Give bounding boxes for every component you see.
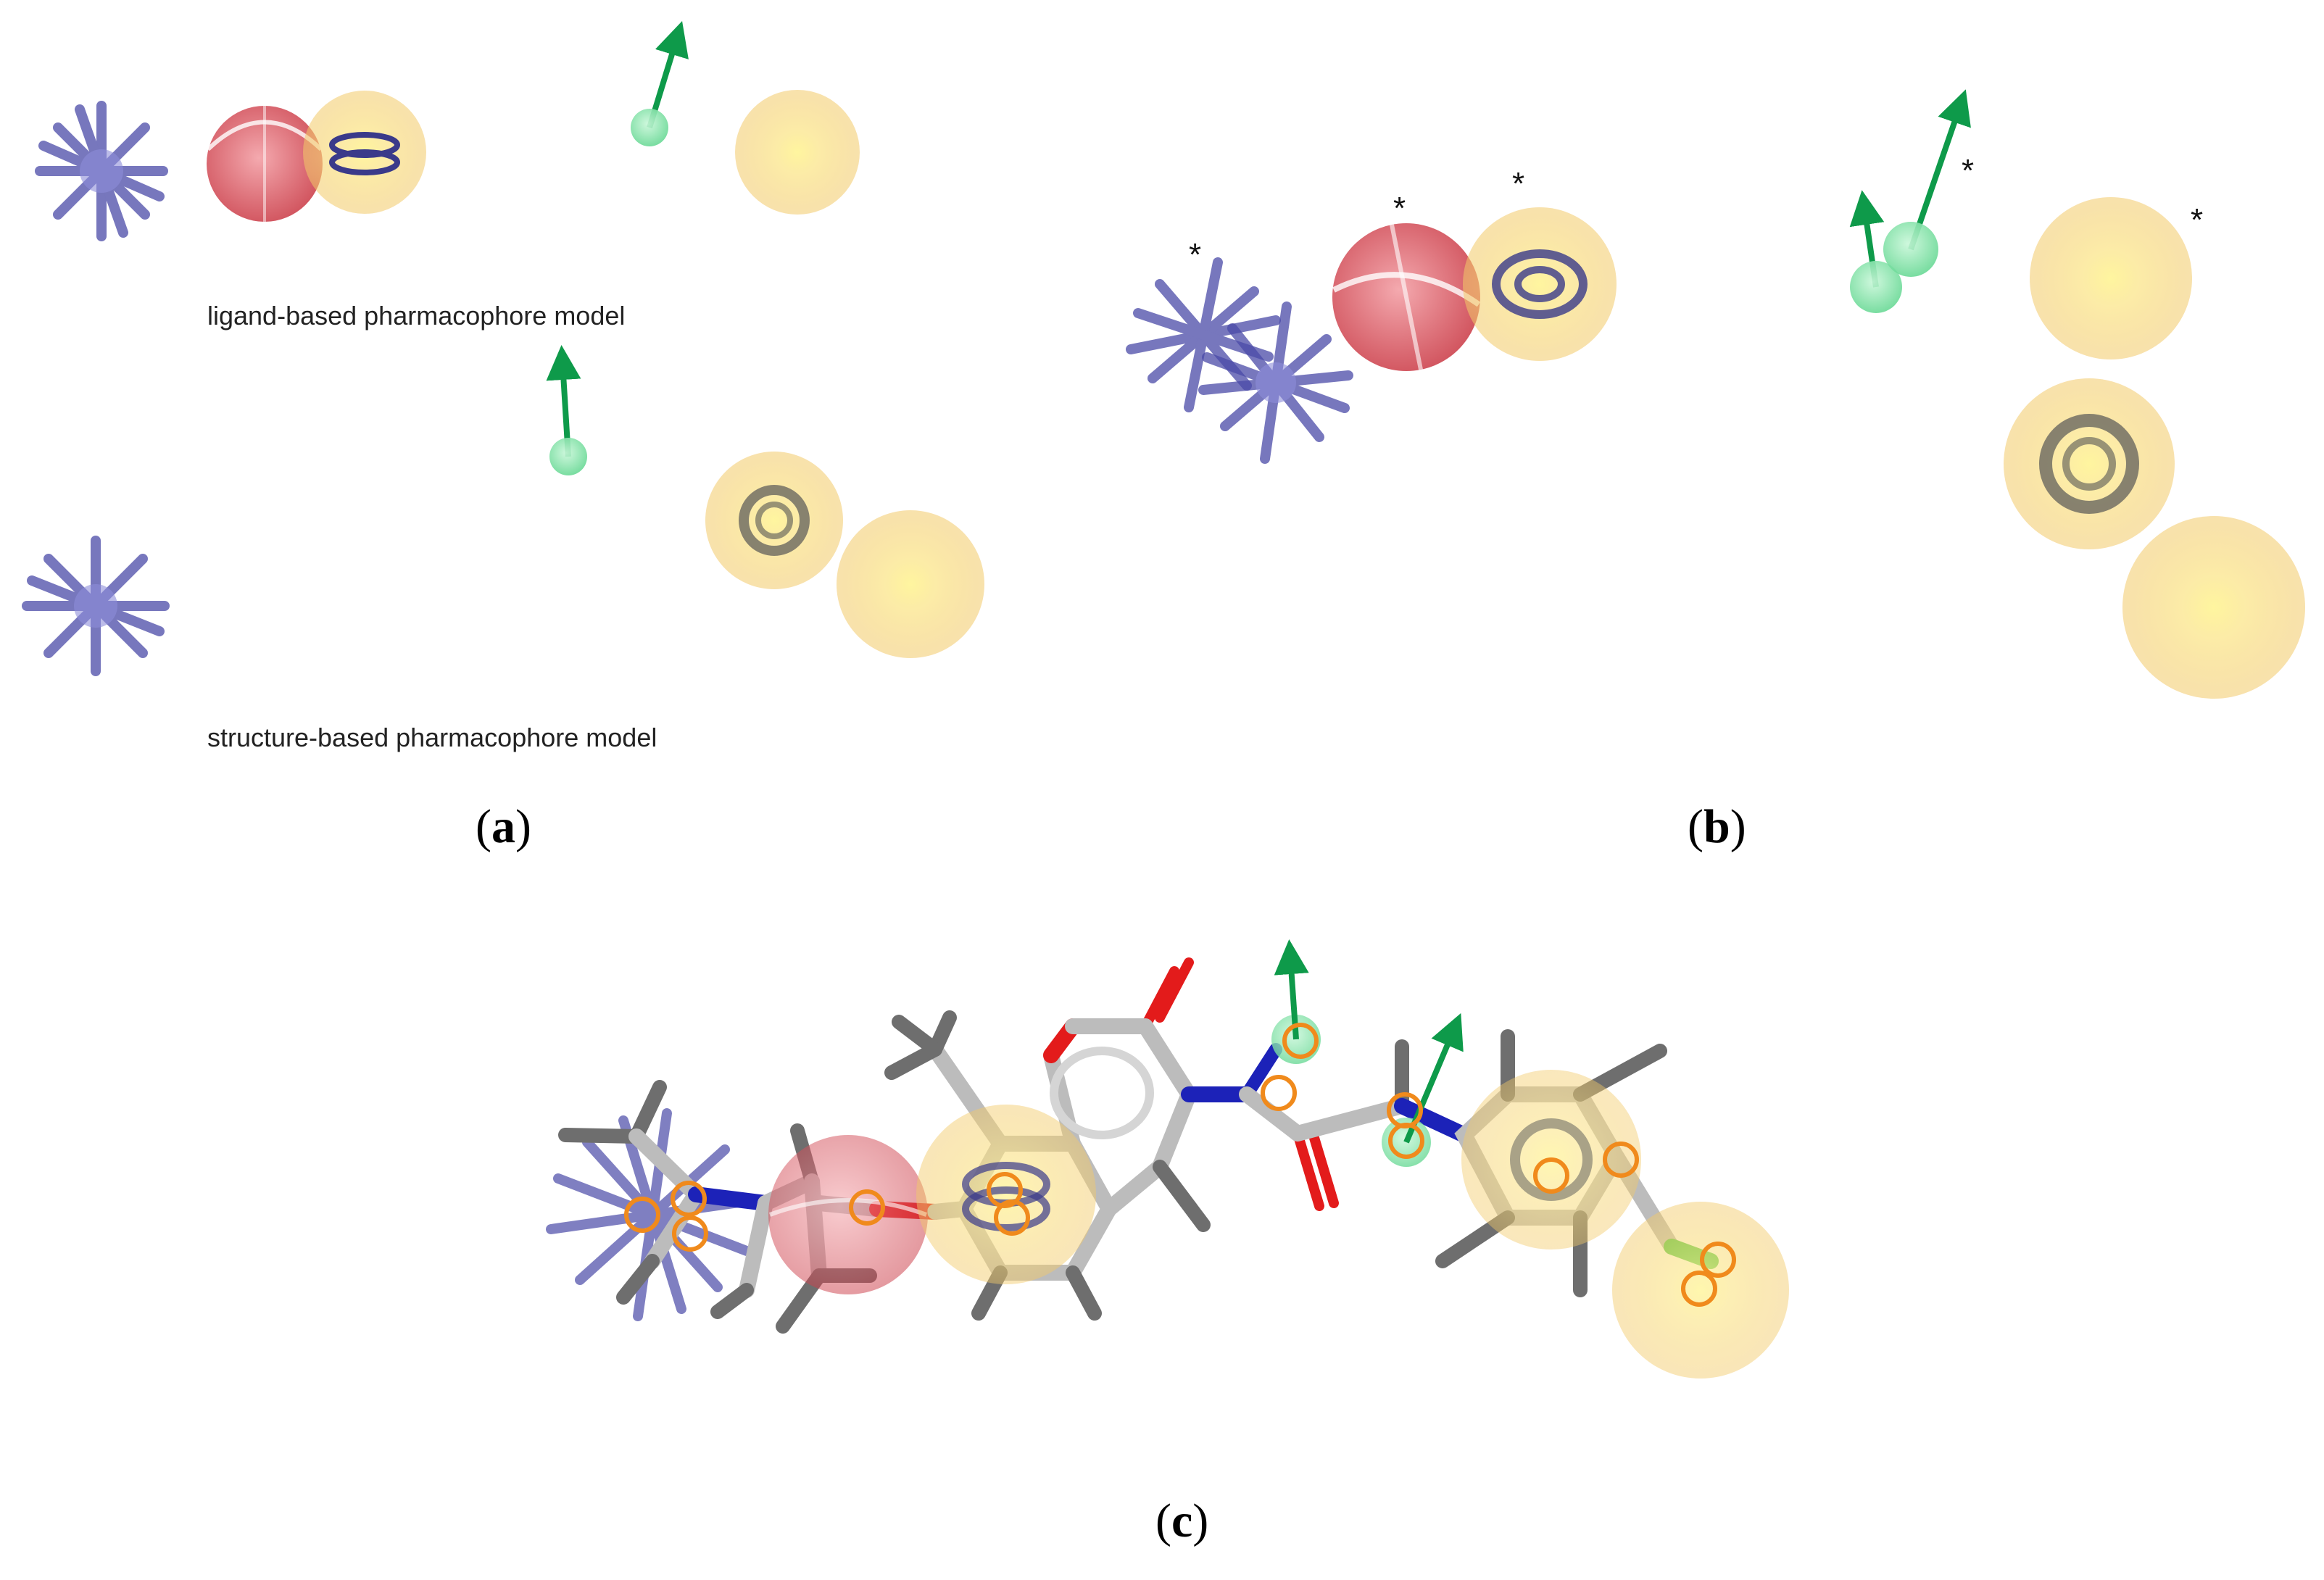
aromatic-sphere-icon <box>303 91 426 214</box>
panel-label-c: (c) <box>1155 1494 1208 1547</box>
asterisk-marker: * <box>1393 191 1406 226</box>
panel-c: (c) <box>546 939 1789 1547</box>
aromatic-sphere-icon <box>2004 378 2175 549</box>
hydrophobic-sphere-icon <box>2122 516 2305 699</box>
atom-highlight-rings <box>624 1023 1736 1307</box>
ionizable-star-icon <box>1198 302 1353 464</box>
aromatic-sphere-icon <box>705 452 843 589</box>
panel-b: * * * * * <box>1126 89 2305 853</box>
ionizable-star-icon <box>22 536 170 676</box>
ionizable-star-icon <box>35 101 168 241</box>
asterisk-marker: * <box>1962 153 1974 188</box>
donor-icon <box>631 21 689 146</box>
donor-icon <box>546 345 587 475</box>
donor-icon <box>1849 190 1902 313</box>
donor-icon <box>1883 89 1971 277</box>
hydrophobic-sphere-icon <box>735 90 860 215</box>
panel-a: ligand-based pharmacophore model structu… <box>22 21 984 853</box>
hydrophobic-sphere-icon <box>2030 197 2192 359</box>
aromatic-sphere-icon <box>916 1105 1096 1284</box>
hydrophobic-sphere-icon <box>1612 1202 1789 1379</box>
hydrophobic-sphere-icon <box>837 510 984 658</box>
asterisk-marker: * <box>1189 237 1201 273</box>
acceptor-sphere-icon <box>1332 223 1481 371</box>
panel-label-b: (b) <box>1688 800 1746 853</box>
panel-label-a: (a) <box>476 800 531 853</box>
asterisk-marker: * <box>1512 166 1524 201</box>
acceptor-sphere-icon <box>768 1135 928 1294</box>
structure-caption: structure-based pharmacophore model <box>207 723 657 752</box>
ligand-caption: ligand-based pharmacophore model <box>207 301 625 330</box>
aromatic-sphere-icon <box>1463 207 1617 361</box>
asterisk-marker: * <box>2191 202 2203 238</box>
